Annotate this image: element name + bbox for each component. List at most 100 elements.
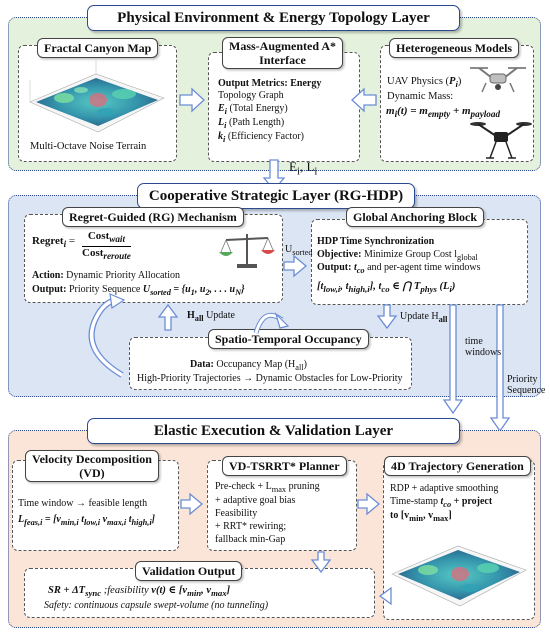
objective-sub: global bbox=[457, 253, 478, 262]
spatio-data-text: Occupancy Map (H bbox=[213, 359, 296, 370]
velocity-line1: Time window → feasible length bbox=[18, 498, 148, 509]
hall-update-label: Hall Update bbox=[187, 310, 235, 323]
astar-efficiency-line: ki (Efficiency Factor) bbox=[218, 131, 304, 146]
mass-empty-sub: empty bbox=[427, 109, 451, 120]
trajectory-line2: Time-stamp tco + project bbox=[390, 496, 493, 509]
arrow-spatio-to-regret bbox=[157, 303, 179, 331]
dynamic-mass-label: Dynamic Mass: bbox=[387, 91, 454, 102]
regret-sub: i bbox=[63, 239, 67, 250]
efficiency-text: (Efficiency Factor) bbox=[225, 131, 304, 142]
output-text: Priority Sequence bbox=[66, 284, 143, 295]
uav-physics-text: UAV Physics ( bbox=[387, 76, 450, 87]
regret-fraction: Costwait Costreroute bbox=[82, 230, 131, 263]
spatio-line2: High-Priority Trajectories → Dynamic Obs… bbox=[137, 373, 403, 384]
fractal-canyon-title: Fractal Canyon Map bbox=[37, 38, 159, 58]
validation-output-title: Validation Output bbox=[135, 561, 243, 581]
length-text: (Path Length) bbox=[226, 117, 285, 128]
efficiency-sub: i bbox=[223, 135, 226, 144]
output-nN: N bbox=[235, 288, 242, 297]
layer-physical-environment-title: Physical Environment & Energy Topology L… bbox=[87, 5, 460, 31]
velocity-equation: Lfeas,i = [vmin,i tlow,i vmax,i thigh,i] bbox=[18, 514, 156, 527]
spatio-temporal-title: Spatio-Temporal Occupancy bbox=[208, 329, 369, 349]
mass-plus: + m bbox=[450, 105, 471, 117]
output-label: Output: bbox=[32, 284, 67, 295]
output-n2: 2 bbox=[205, 288, 210, 297]
objective-text: Minimize Group Cost l bbox=[361, 249, 457, 260]
regret-action-line: Action: Dynamic Priority Allocation bbox=[32, 270, 180, 282]
trajectory-line3: to [vmin, vmax] bbox=[390, 510, 452, 523]
arrow-time-windows bbox=[442, 304, 464, 415]
action-text: Dynamic Priority Allocation bbox=[63, 270, 181, 281]
length-sub: i bbox=[224, 121, 227, 130]
fractal-canyon-caption: Multi-Octave Noise Terrain bbox=[30, 141, 147, 152]
validation-line2: Safety: continuous capsule swept-volume … bbox=[44, 600, 269, 611]
mass-payload-sub: payload bbox=[470, 109, 501, 120]
velocity-title-line1: Velocity Decomposition bbox=[32, 452, 152, 466]
mass-eq-sub: i bbox=[394, 109, 398, 120]
heterogeneous-models-title: Heterogeneous Models bbox=[389, 38, 520, 58]
tsrrt-line4: + RRT* rewiring; bbox=[215, 521, 287, 532]
astar-metrics-line1: Output Metrics: Energy bbox=[218, 78, 321, 90]
anchor-output-label: Output: bbox=[317, 262, 352, 273]
spatio-data-sub: all bbox=[295, 363, 304, 372]
velocity-decomposition-title: Velocity Decomposition (VD) bbox=[25, 450, 159, 482]
regret-guided-box bbox=[24, 214, 283, 303]
tsrrt-planner-title: VD-TSRRT* Planner bbox=[222, 456, 347, 476]
anchor-output-line: Output: tco and per-agent time windows bbox=[317, 262, 481, 277]
velocity-title-line2: (VD) bbox=[79, 466, 105, 480]
output-sym-sub: sorted bbox=[150, 288, 171, 297]
mass-eq-rest: (t) = m bbox=[397, 105, 428, 117]
regret-formula: Regreti = bbox=[32, 235, 75, 250]
regret-output-line: Output: Priority Sequence Usorted = {u1,… bbox=[32, 284, 245, 299]
tsrrt-line3: Feasibility bbox=[215, 508, 258, 519]
trajectory-terrain-icon bbox=[391, 545, 527, 607]
astar-title-line2: Interface bbox=[259, 53, 306, 67]
output-seq: = {u bbox=[170, 284, 191, 295]
hdp-sync-line: HDP Time Synchronization bbox=[317, 236, 435, 247]
spatio-data-close: ) bbox=[303, 359, 307, 370]
terrain-plot-icon bbox=[29, 60, 165, 133]
energy-length-label: Ei, Li bbox=[289, 159, 318, 178]
spatio-data-label: Data: bbox=[190, 359, 214, 370]
layer-cooperative-strategic-title: Cooperative Strategic Layer (RG-HDP) bbox=[137, 183, 415, 209]
global-anchoring-title: Global Anchoring Block bbox=[346, 207, 485, 227]
uav-close: ) bbox=[457, 76, 462, 87]
tsrrt-line5: fallback min-Gap bbox=[215, 534, 286, 545]
arrow-tsrrt-to-validation bbox=[310, 551, 332, 574]
tsrrt-line2: + adaptive goal bias bbox=[215, 495, 296, 506]
arrow-anchor-to-spatio bbox=[376, 304, 398, 330]
layer-elastic-execution-title: Elastic Execution & Validation Layer bbox=[87, 418, 460, 444]
trajectory-line1: RDP + adaptive smoothing bbox=[390, 483, 499, 494]
anchor-output-sym: t bbox=[351, 262, 357, 273]
arrow-fractal-to-astar bbox=[179, 87, 205, 113]
drone-icon bbox=[470, 67, 526, 93]
uav-sub: i bbox=[455, 79, 458, 90]
objective-label: Objective: bbox=[317, 249, 362, 260]
arrow-velocity-to-tsrrt bbox=[180, 492, 204, 516]
validation-line1: SR + ΔTsync ;feasibility v(t) ∈ [vmin, v… bbox=[48, 585, 231, 599]
uav-symbol: P bbox=[449, 76, 456, 87]
balance-scale-icon bbox=[219, 234, 275, 268]
energy-text: (Total Energy) bbox=[227, 103, 288, 114]
regret-word: Regret bbox=[32, 235, 64, 247]
global-anchoring-box bbox=[311, 219, 528, 305]
length-symbol: L bbox=[218, 117, 225, 128]
astar-title-line1: Mass-Augmented A* bbox=[229, 39, 336, 53]
energy-sub: i bbox=[224, 107, 227, 116]
astar-metrics-label: Output Metrics: Energy bbox=[218, 78, 322, 89]
tsrrt-line1: Pre-check + Lmax pruning bbox=[215, 481, 320, 494]
spatio-data-line: Data: Occupancy Map (Hall) bbox=[190, 359, 307, 374]
output-n1: 1 bbox=[190, 288, 195, 297]
arrow-priority-sequence bbox=[489, 304, 511, 433]
regret-eq: = bbox=[66, 235, 76, 247]
anchor-window-equation: [tlow,i, thigh,i], tco ∈ ⋂ Tphys (Li) bbox=[317, 281, 456, 295]
trajectory-4d-title: 4D Trajectory Generation bbox=[384, 456, 531, 476]
fraction-numerator: Costwait bbox=[87, 230, 126, 245]
regret-guided-title: Regret-Guided (RG) Mechanism bbox=[62, 207, 244, 227]
arrow-models-to-astar bbox=[351, 87, 377, 113]
usorted-label: Usorted bbox=[285, 244, 313, 257]
arrow-tsrrt-to-trajectory bbox=[357, 492, 381, 516]
